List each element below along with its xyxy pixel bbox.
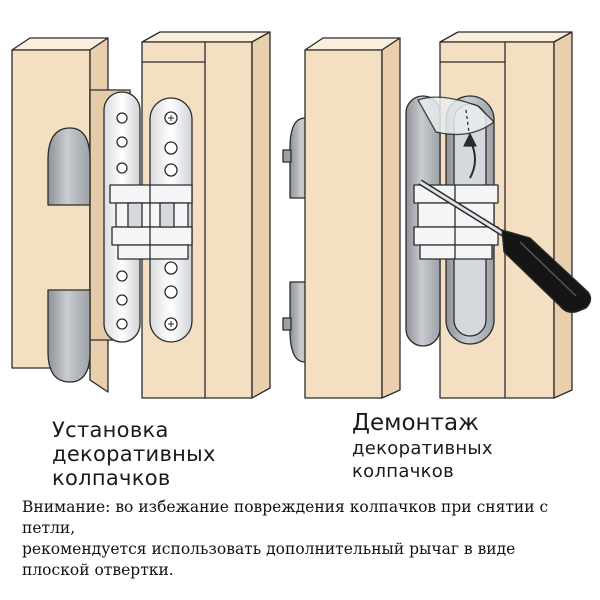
right-frame-side: [381, 37, 401, 399]
removal-illustration: [282, 31, 592, 399]
install-caption-line: Установка: [52, 418, 169, 442]
hinge-mechanism-right: [413, 184, 499, 260]
removal-caption-line: декоративных: [352, 438, 493, 459]
install-illustration: [11, 31, 271, 399]
install-caption-line: декоративных: [52, 442, 216, 466]
right-frame-front: [304, 49, 383, 399]
warning-note-line: Внимание: во избежание повреждения колпа…: [22, 498, 549, 537]
right-door-side: [553, 31, 573, 399]
removal-caption-line: колпачков: [352, 461, 455, 482]
lifted-cap-icon: [417, 96, 495, 136]
right-door-top: [439, 31, 573, 43]
screwdriver-icon: [418, 179, 592, 314]
hinge-mechanism: [109, 184, 193, 260]
warning-note-line: плоской отвертки.: [22, 561, 174, 579]
left-door-side: [251, 31, 271, 399]
cap-top-icon: [47, 127, 91, 206]
cap-bottom-icon: [47, 289, 91, 383]
warning-note: Внимание: во избежание повреждения колпа…: [22, 497, 592, 581]
screw-icon: [116, 112, 128, 330]
removal-caption: Демонтаж декоративных колпачков: [352, 410, 493, 483]
screw-door-icon: [164, 111, 178, 331]
left-door-top: [141, 31, 271, 43]
install-caption-line: колпачков: [52, 466, 171, 490]
install-caption: Установка декоративных колпачков: [52, 418, 216, 490]
warning-note-line: рекомендуется использовать дополнительны…: [22, 540, 516, 558]
removal-caption-title: Демонтаж: [352, 410, 479, 436]
